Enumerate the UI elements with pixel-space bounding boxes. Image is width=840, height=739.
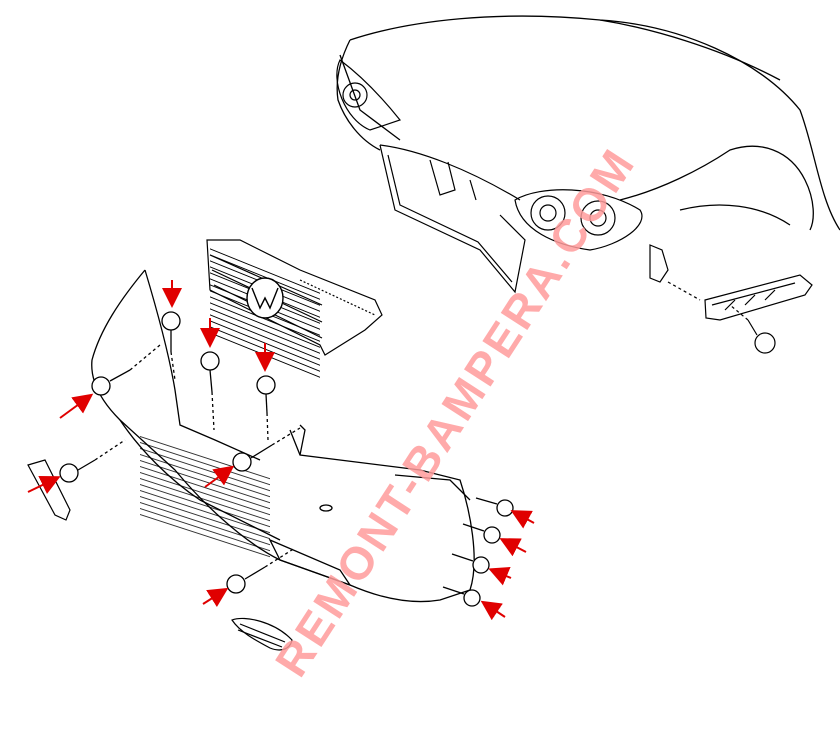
- screw-left-3: [232, 427, 301, 472]
- vw-emblem: [246, 277, 284, 319]
- push-clip-1: [161, 311, 181, 352]
- screw-left-1: [91, 344, 161, 396]
- arrow-9: [499, 538, 527, 557]
- fasteners: [59, 311, 514, 607]
- screw-right-4: [442, 586, 481, 607]
- arrow-10: [488, 566, 512, 586]
- screw-right-3: [451, 553, 490, 574]
- red-arrows: [27, 280, 535, 621]
- front-grille-with-vw-emblem: [206, 239, 383, 380]
- arrow-6: [204, 465, 235, 488]
- vehicle-front-body: [336, 15, 840, 231]
- arrow-11: [480, 600, 506, 621]
- arrow-8: [510, 510, 535, 529]
- arrow-5: [27, 475, 61, 494]
- screw-left-2: [59, 439, 126, 483]
- push-clip-3: [256, 375, 276, 414]
- arrow-4: [59, 393, 94, 419]
- radiator-support-frame: [379, 144, 526, 294]
- screw-lower-left: [226, 547, 296, 594]
- watermark-text: REMONT-BAMPERA.COM: [265, 138, 646, 685]
- bracket-screw: [729, 304, 776, 354]
- clip: [649, 244, 701, 301]
- bumper-side-bracket: [704, 274, 813, 321]
- screw-right-1: [475, 497, 514, 517]
- front-bumper-cover: [91, 269, 475, 603]
- screw-right-2: [462, 523, 501, 544]
- fog-light-grille: [231, 617, 293, 651]
- headlight-assembly: [336, 59, 643, 251]
- push-clip-2: [200, 351, 220, 393]
- arrow-7: [202, 587, 229, 608]
- side-reflector: [27, 459, 71, 521]
